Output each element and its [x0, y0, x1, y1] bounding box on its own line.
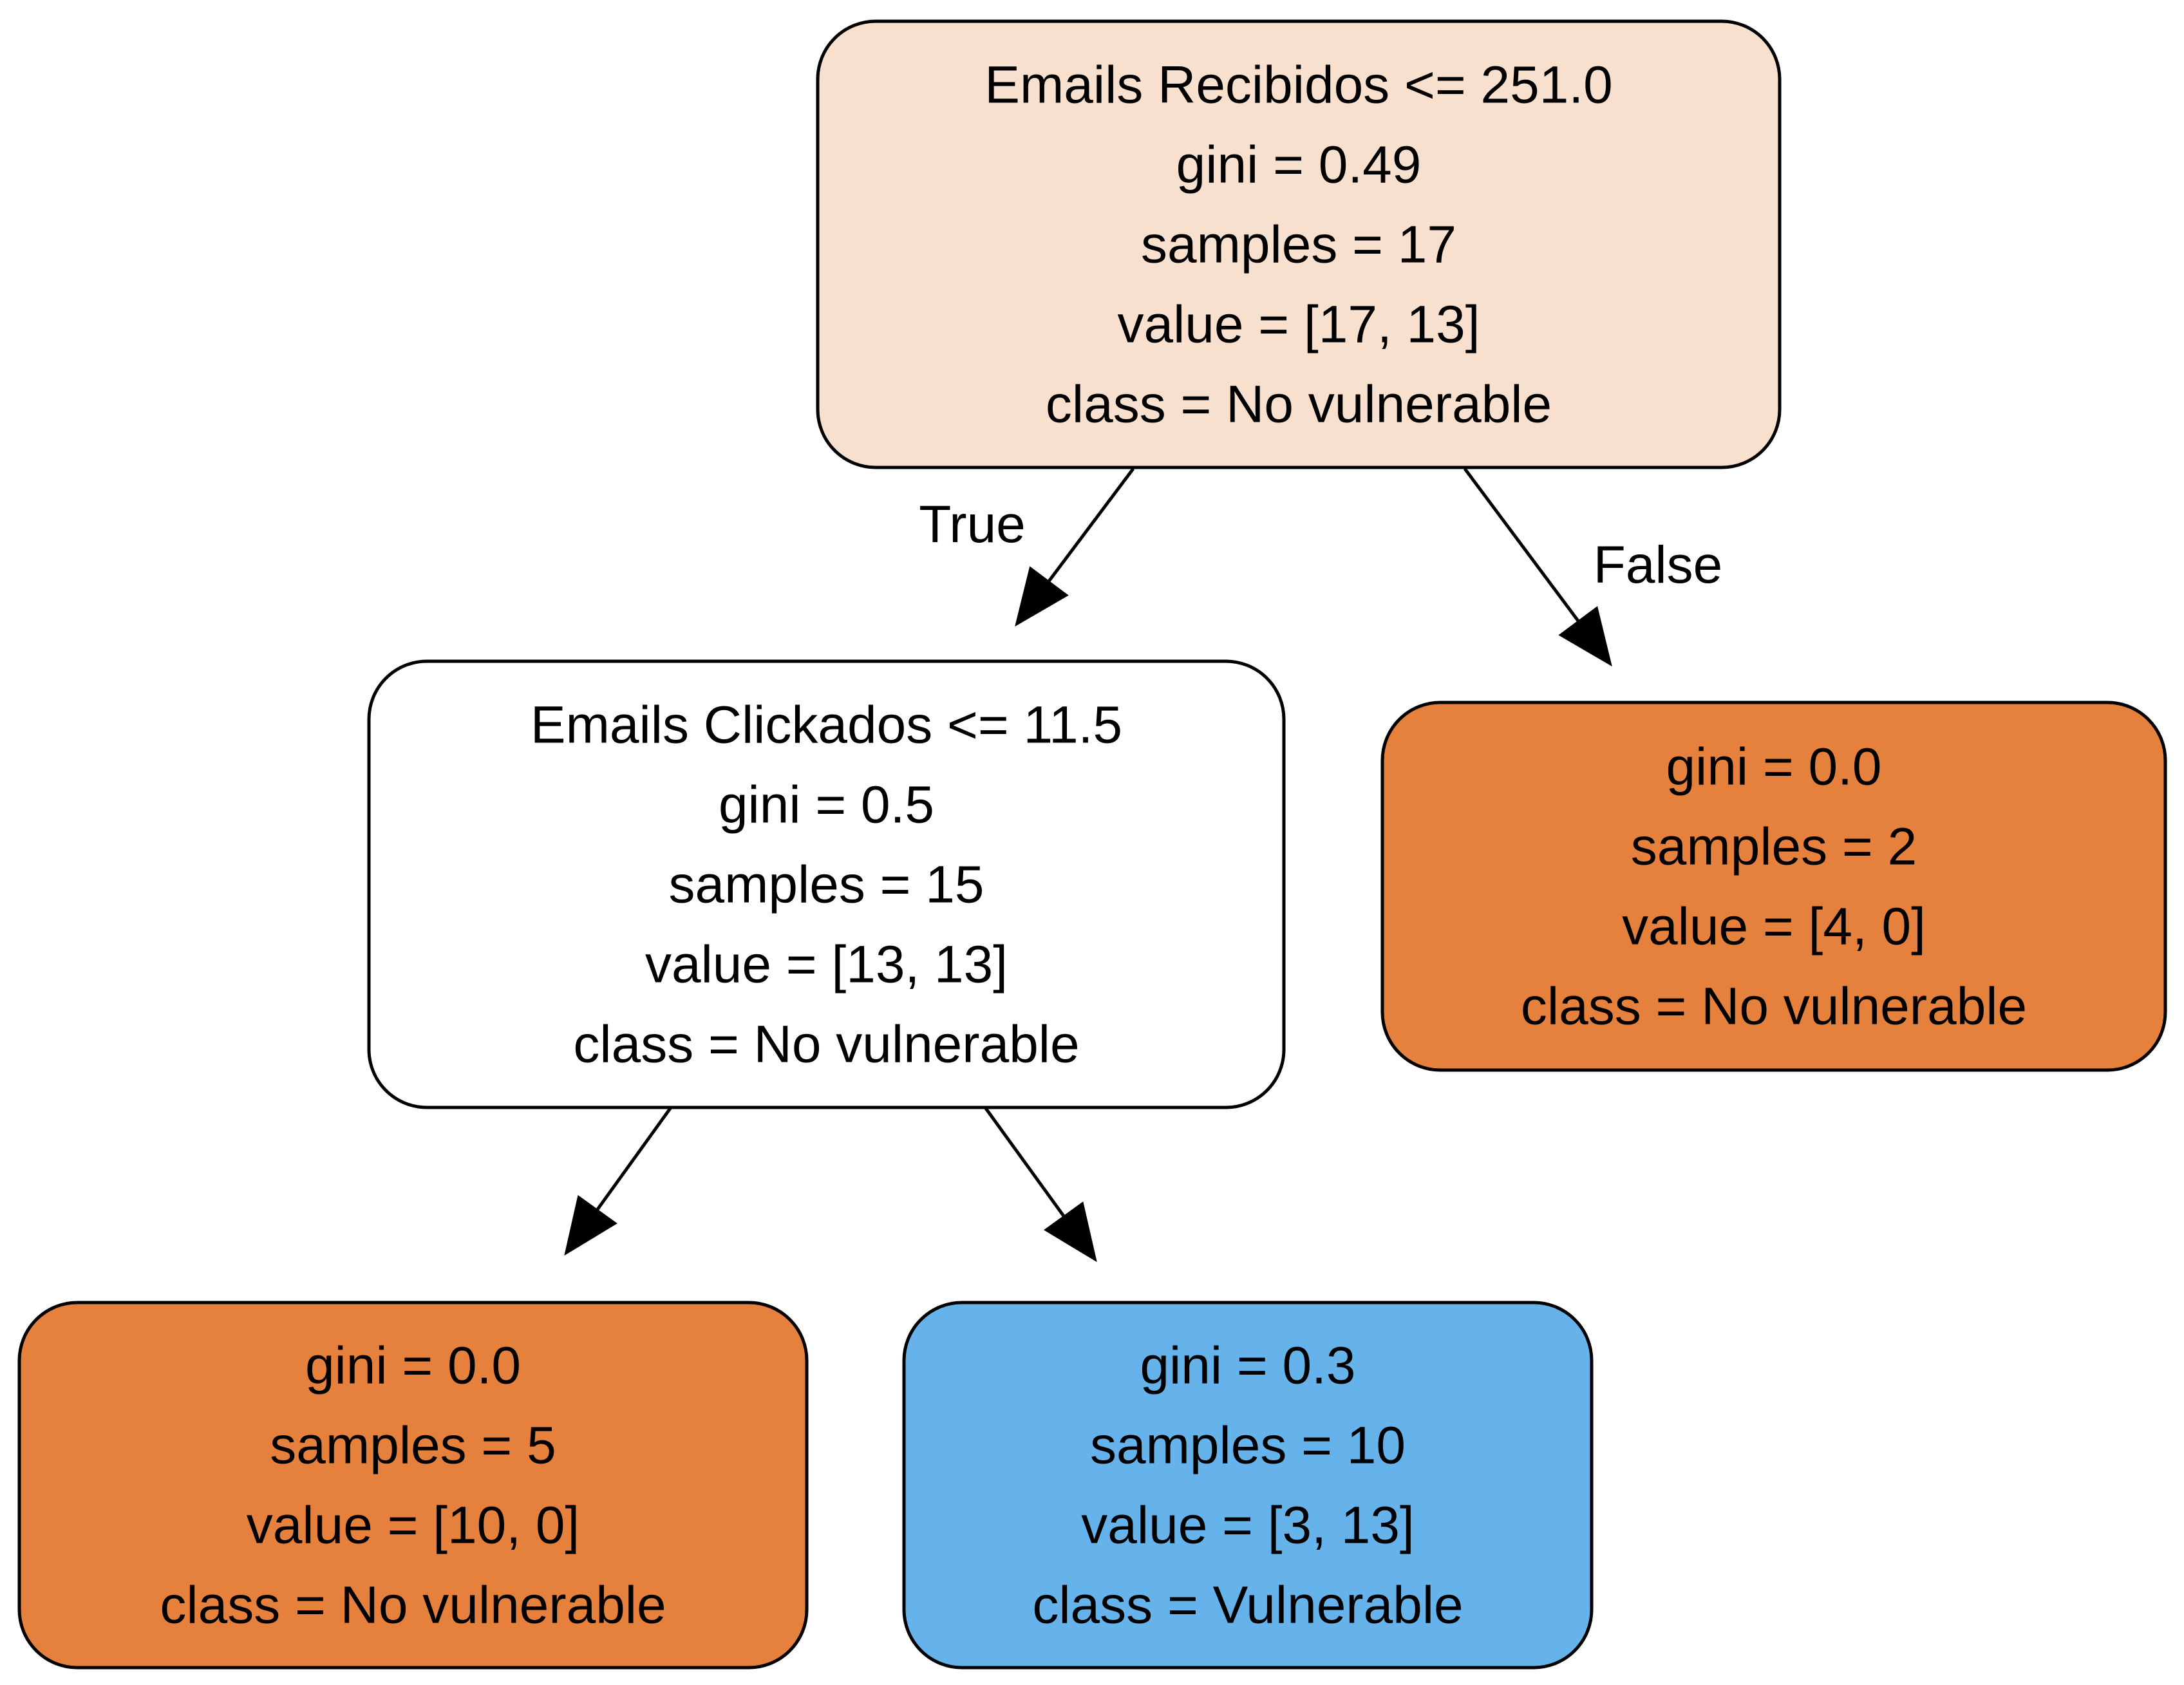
- node-line: class = No vulnerable: [1521, 977, 2027, 1036]
- tree-node-n4: gini = 0.3 samples = 10 value = [3, 13] cla…: [902, 1301, 1594, 1670]
- node-line: class = No vulnerable: [573, 1015, 1079, 1074]
- node-line: samples = 15: [669, 856, 984, 914]
- edge-line: [1463, 467, 1581, 623]
- edge-n0-n2: False: [1463, 467, 1723, 667]
- node-line: value = [13, 13]: [645, 936, 1008, 994]
- node-line: samples = 17: [1141, 216, 1456, 274]
- edge-n1-n3: [564, 1106, 673, 1256]
- edge-n0-n1: True: [919, 467, 1134, 627]
- tree-node-n1: Emails Clickados <= 11.5 gini = 0.5 sample…: [367, 659, 1286, 1109]
- node-line: class = No vulnerable: [160, 1576, 666, 1635]
- node-line: gini = 0.0: [305, 1337, 521, 1395]
- node-line: samples = 5: [270, 1417, 556, 1475]
- node-line: gini = 0.49: [1176, 136, 1422, 194]
- node-line: Emails Clickados <= 11.5: [531, 696, 1122, 755]
- node-line: value = [17, 13]: [1117, 296, 1480, 354]
- edge-label-true: True: [919, 495, 1026, 554]
- node-line: value = [3, 13]: [1081, 1496, 1414, 1555]
- node-line: value = [10, 0]: [247, 1496, 579, 1555]
- tree-node-n2: gini = 0.0 samples = 2 value = [4, 0] class…: [1380, 701, 2167, 1072]
- node-line: samples = 2: [1631, 818, 1917, 876]
- node-box: [816, 19, 1782, 469]
- node-box: [17, 1301, 809, 1670]
- node-box: [367, 659, 1286, 1109]
- tree-node-n3: gini = 0.0 samples = 5 value = [10, 0] clas…: [17, 1301, 809, 1670]
- node-box: [1380, 701, 2167, 1072]
- node-line: Emails Recibidos <= 251.0: [984, 56, 1612, 115]
- arrowhead-icon: [1015, 566, 1069, 627]
- node-line: gini = 0.3: [1140, 1337, 1355, 1395]
- node-line: class = No vulnerable: [1046, 375, 1552, 434]
- node-line: gini = 0.0: [1666, 738, 1881, 796]
- tree-node-n0: Emails Recibidos <= 251.0 gini = 0.49 samp…: [816, 19, 1782, 469]
- node-line: samples = 10: [1090, 1417, 1406, 1475]
- edge-line: [1047, 467, 1134, 583]
- edge-n1-n4: [983, 1106, 1097, 1263]
- node-box: [902, 1301, 1594, 1670]
- node-line: value = [4, 0]: [1622, 898, 1926, 956]
- arrowhead-icon: [1558, 606, 1612, 667]
- edge-label-false: False: [1594, 536, 1723, 594]
- arrowhead-icon: [1044, 1201, 1097, 1263]
- arrowhead-icon: [564, 1194, 617, 1256]
- edge-line: [983, 1106, 1066, 1218]
- edge-line: [595, 1106, 673, 1212]
- node-line: gini = 0.5: [719, 776, 934, 834]
- node-line: class = Vulnerable: [1032, 1576, 1463, 1635]
